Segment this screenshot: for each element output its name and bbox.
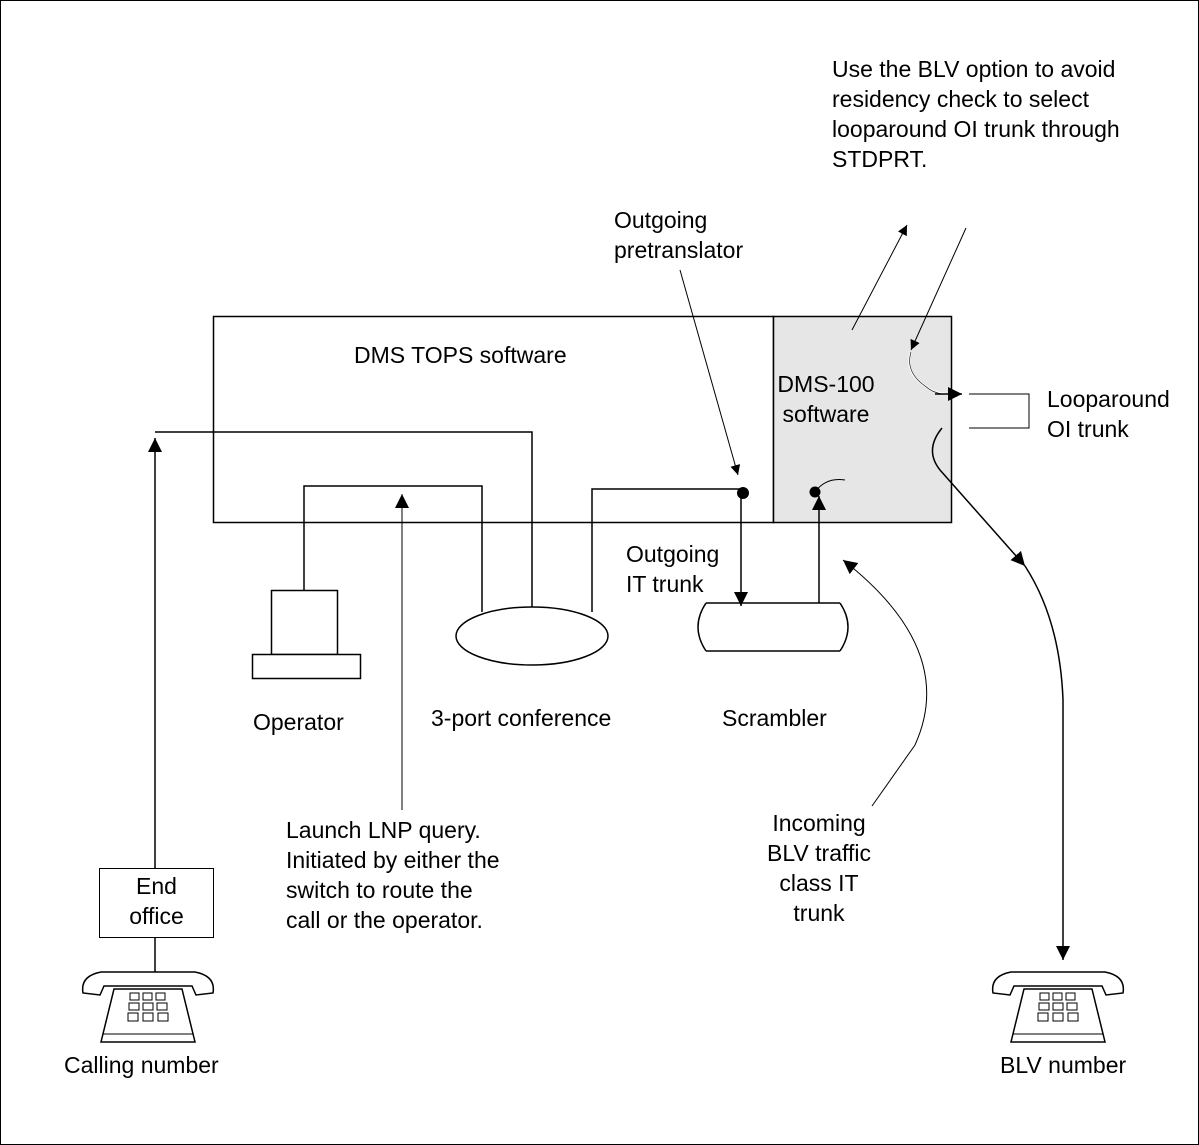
looparound-entry-curve-outline [909, 351, 944, 395]
blv-option-note: Use the BLV option to avoid residency ch… [832, 56, 1120, 172]
incoming-blv-trunk-label: Incoming BLV traffic class IT trunk [767, 810, 871, 926]
outgoing-pretranslator-label: Outgoing pretranslator [614, 207, 744, 263]
operator-to-conference-line [303, 485, 483, 612]
dms100-label: DMS-100 software [777, 371, 875, 427]
dms100-box [772, 315, 953, 524]
conference-label: 3-port conference [431, 705, 612, 731]
looparound-oi-trunk-label: Looparound OI trunk [1047, 386, 1170, 442]
pretranslator-pointer [679, 269, 741, 476]
conference-to-pretranslator-line [591, 488, 743, 612]
calling-number-label: Calling number [64, 1052, 219, 1078]
telephone-icon [81, 971, 215, 1043]
dms100-entry-curve [814, 479, 846, 493]
dms-tops-label: DMS TOPS software [354, 342, 567, 368]
lnp-query-label: Launch LNP query. Initiated by either th… [286, 817, 500, 933]
looparound-return-curve [931, 427, 943, 471]
operator-terminal-icon [251, 589, 362, 680]
telephone-icon [991, 971, 1125, 1043]
outgoing-it-trunk-label: Outgoing IT trunk [626, 541, 720, 597]
blv-route-arrow [939, 469, 1026, 567]
incoming-blv-pointer [842, 559, 928, 807]
end-office-box [99, 868, 214, 938]
scrambler-icon [697, 602, 849, 652]
dms-tops-box [212, 315, 775, 524]
calling-to-conference-line [155, 431, 533, 612]
end-office-label: End office [129, 873, 184, 929]
operator-label: Operator [253, 709, 344, 735]
blv-option-in-arrow [910, 227, 967, 351]
pretranslator-point [737, 487, 749, 499]
blv-route-curve [1024, 565, 1064, 701]
scrambler-label: Scrambler [722, 705, 827, 731]
blv-number-label: BLV number [1000, 1052, 1127, 1078]
looparound-trunk-bracket [969, 393, 1030, 429]
conference-bridge-icon [455, 606, 609, 666]
blv-option-out-arrow [851, 224, 908, 331]
